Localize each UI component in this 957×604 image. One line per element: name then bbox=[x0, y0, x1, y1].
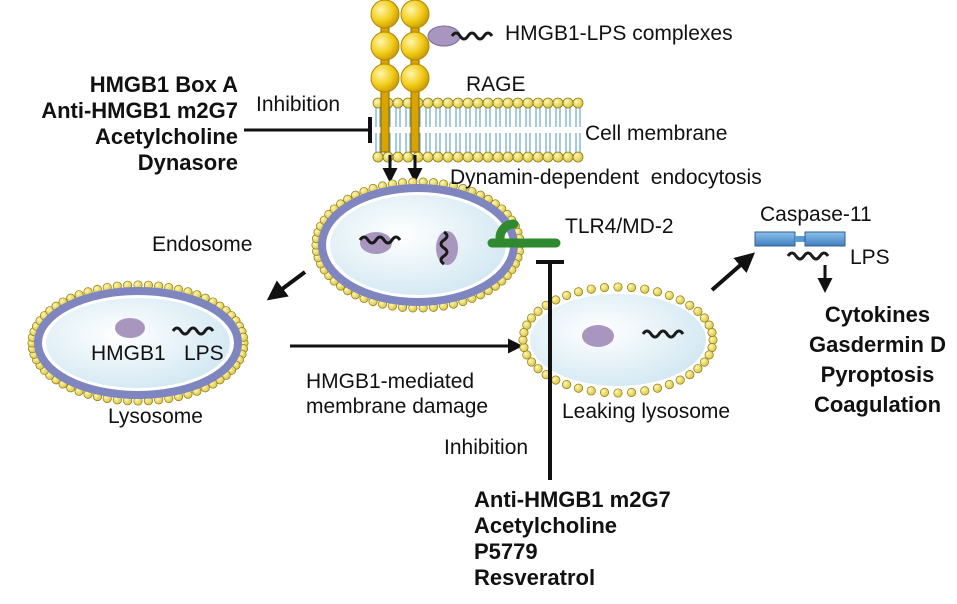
label-damage-line2: membrane damage bbox=[306, 395, 489, 418]
label-hmgb1-lps-complexes: HMGB1-LPS complexes bbox=[505, 22, 733, 45]
inhibitor-top-3: Acetylcholine bbox=[94, 124, 238, 149]
inhibition-line-top bbox=[244, 117, 372, 143]
label-leaking-lysosome: Leaking lysosome bbox=[562, 400, 731, 423]
caspase-11-icon bbox=[754, 231, 846, 261]
endocytosis-arrows bbox=[382, 155, 423, 183]
inhibitor-bottom-1: Anti-HMGB1 m2G7 bbox=[474, 487, 671, 512]
label-cell-membrane: Cell membrane bbox=[585, 122, 728, 145]
label-lps-cytosolic: LPS bbox=[850, 246, 890, 269]
rage-receptor bbox=[370, 0, 430, 153]
inhibitor-top-2: Anti-HMGB1 m2G7 bbox=[41, 98, 238, 123]
inhibitor-bottom-3: P5779 bbox=[474, 539, 538, 564]
label-endocytosis: Dynamin-dependent endocytosis bbox=[450, 166, 762, 189]
inhibitor-top-4: Dynasore bbox=[137, 150, 238, 175]
outcome-4: Coagulation bbox=[813, 392, 942, 417]
tlr4-md2-receptor bbox=[487, 219, 561, 248]
inhibitor-bottom-2: Acetylcholine bbox=[474, 513, 618, 538]
leaking-lysosome-vesicle bbox=[518, 282, 718, 398]
arrow-endosome-to-lysosome bbox=[266, 270, 307, 301]
outcome-1: Cytokines bbox=[824, 302, 931, 327]
hmgb1-lps-complex-icon bbox=[427, 25, 494, 47]
label-rage: RAGE bbox=[466, 73, 526, 96]
label-endosome: Endosome bbox=[152, 233, 253, 256]
inhibitor-list-top: HMGB1 Box A Anti-HMGB1 m2G7 Acetylcholin… bbox=[0, 72, 238, 176]
inhibitor-bottom-4: Resveratrol bbox=[474, 565, 596, 590]
label-lysosome: Lysosome bbox=[108, 405, 203, 428]
arrow-leaking-to-caspase bbox=[710, 252, 756, 292]
outcome-2: Gasdermin D bbox=[809, 332, 946, 357]
cell-membrane-bilayer bbox=[372, 97, 584, 163]
outcome-3: Pyroptosis bbox=[820, 362, 935, 387]
label-inhibition-bottom: Inhibition bbox=[444, 436, 529, 459]
label-inhibition-top: Inhibition bbox=[256, 93, 341, 116]
label-tlr4-md2: TLR4/MD-2 bbox=[565, 215, 674, 238]
inhibitor-top-1: HMGB1 Box A bbox=[89, 72, 238, 97]
inhibition-line-bottom bbox=[536, 260, 564, 480]
lysosome-vesicle bbox=[27, 280, 249, 406]
label-hmgb1-lysosome: HMGB1 bbox=[91, 342, 166, 365]
label-lps-lysosome: LPS bbox=[184, 342, 224, 365]
label-caspase-11: Caspase-11 bbox=[760, 203, 872, 226]
inhibitor-list-bottom: Anti-HMGB1 m2G7 Acetylcholine P5779 Resv… bbox=[474, 487, 671, 591]
outcome-list: Cytokines Gasdermin D Pyroptosis Coagula… bbox=[800, 300, 955, 420]
label-damage-line1: HMGB1-mediated bbox=[306, 370, 475, 393]
